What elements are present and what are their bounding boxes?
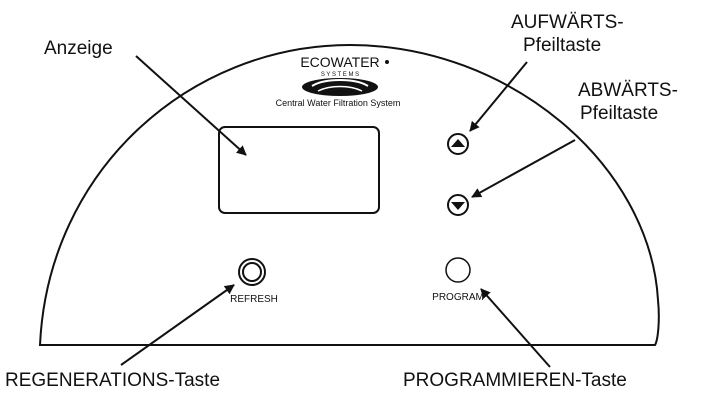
brand-logo-icon bbox=[302, 78, 378, 96]
triangle-up-icon bbox=[451, 139, 465, 147]
callout-up-line1: AUFWÄRTS- bbox=[511, 12, 624, 33]
program-button[interactable] bbox=[445, 257, 471, 283]
callout-regen-text: REGENERATIONS-Taste bbox=[5, 370, 221, 391]
arrow-up-button bbox=[469, 61, 528, 132]
callout-down-line1: ABWÄRTS- bbox=[578, 80, 678, 101]
refresh-button[interactable] bbox=[238, 258, 266, 286]
brand-dot-icon bbox=[385, 60, 389, 64]
arrow-down-button bbox=[471, 139, 576, 198]
up-arrow-button[interactable] bbox=[447, 133, 469, 155]
callout-program: PROGRAMMIEREN-Taste bbox=[403, 369, 627, 392]
callout-display: Anzeige bbox=[44, 37, 113, 60]
refresh-label: REFRESH bbox=[230, 294, 278, 305]
callout-up-line2: Pfeiltaste bbox=[523, 35, 602, 56]
brand-name: ECOWATER bbox=[300, 54, 379, 70]
callout-down-line2: Pfeiltaste bbox=[580, 103, 659, 124]
display-screen bbox=[218, 126, 380, 214]
triangle-down-icon bbox=[451, 202, 465, 210]
callout-down-arrow: ABWÄRTS- Pfeiltaste bbox=[578, 79, 678, 125]
arrow-program-button bbox=[480, 288, 551, 368]
callout-up-arrow: AUFWÄRTS- Pfeiltaste bbox=[511, 11, 624, 57]
arrow-display bbox=[135, 55, 247, 156]
callout-program-text: PROGRAMMIEREN-Taste bbox=[403, 370, 627, 391]
panel-outline bbox=[38, 43, 660, 346]
callout-regen: REGENERATIONS-Taste bbox=[5, 369, 220, 392]
callout-display-text: Anzeige bbox=[44, 38, 113, 59]
program-label: PROGRAM bbox=[432, 292, 484, 303]
brand-sub: S Y S T E M S bbox=[321, 72, 359, 78]
brand-tagline: Central Water Filtration System bbox=[276, 98, 401, 108]
down-arrow-button[interactable] bbox=[447, 194, 469, 216]
arrow-refresh-button bbox=[120, 284, 235, 366]
